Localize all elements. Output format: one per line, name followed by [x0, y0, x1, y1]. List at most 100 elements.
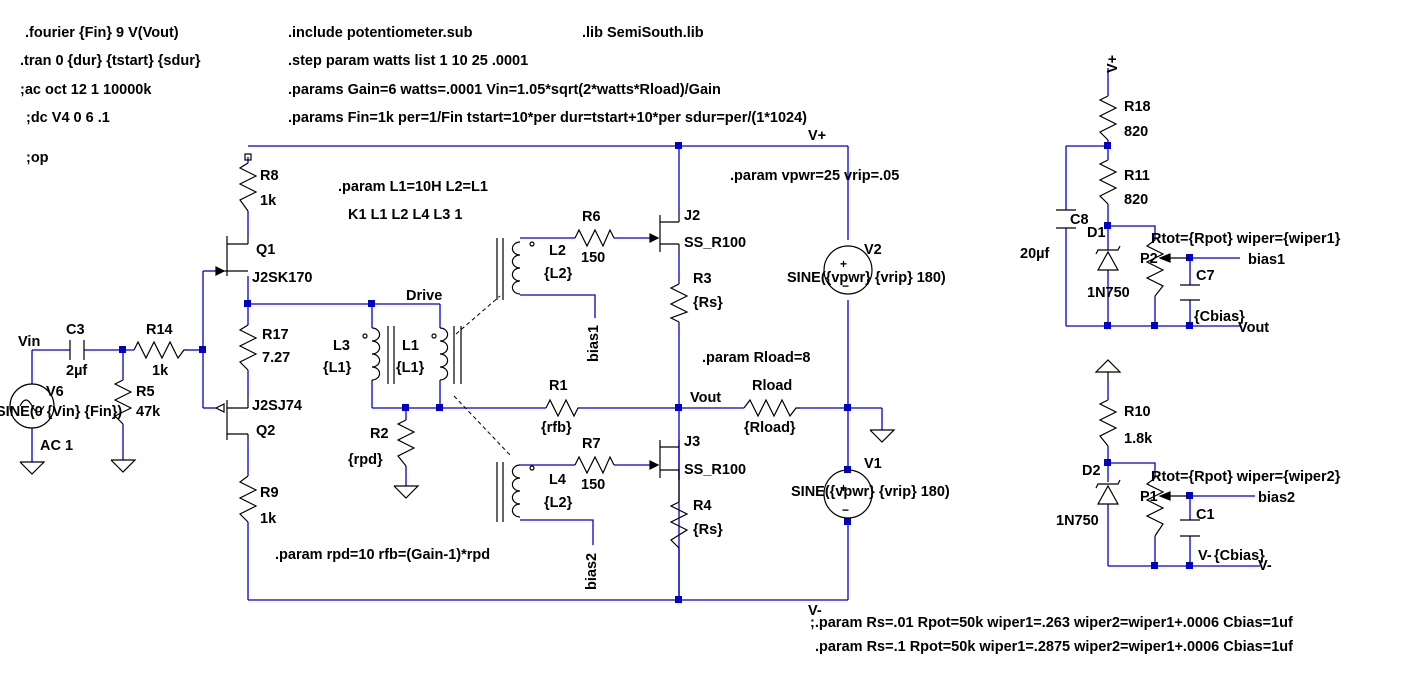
label-q1-name: Q1 — [256, 242, 275, 258]
fourier-directive: .fourier {Fin} 9 V(Vout) — [25, 25, 179, 41]
label-r5-value: 47k — [136, 404, 161, 420]
label-r1-value: {rfb} — [541, 420, 572, 436]
net-label-drive: Drive — [406, 288, 442, 304]
resistor-r18[interactable] — [1098, 95, 1118, 141]
net-label-bias2: bias2 — [584, 553, 600, 590]
net-label-bias2-right: bias2 — [1258, 490, 1295, 506]
label-r17-name: R17 — [262, 327, 289, 343]
net-label-vin: Vin — [18, 334, 40, 350]
inductor-l4[interactable] — [496, 462, 535, 522]
potentiometer-p2[interactable] — [1145, 239, 1190, 297]
zener-diode-d1[interactable] — [1095, 245, 1121, 271]
label-r10-value: 1.8k — [1124, 431, 1153, 447]
resistor-rload[interactable] — [743, 398, 800, 418]
voltage-source-v2[interactable]: + − — [823, 245, 873, 295]
junction-dots — [119, 142, 1193, 603]
zener-diode-d2[interactable] — [1095, 479, 1121, 505]
rs-main-directive: .param Rs=.1 Rpot=50k wiper1=.2875 wiper… — [815, 639, 1293, 655]
resistor-r6[interactable] — [574, 228, 615, 248]
capacitor-c1[interactable] — [1180, 519, 1200, 537]
rs-alt-directive: ;.param Rs=.01 Rpot=50k wiper1=.263 wipe… — [810, 615, 1293, 631]
resistor-r2[interactable] — [396, 419, 416, 467]
jfet-j2[interactable] — [649, 212, 680, 252]
inductor-l1[interactable] — [431, 326, 462, 384]
label-d1-name: D1 — [1087, 225, 1106, 241]
label-r3-name: R3 — [693, 271, 712, 287]
label-r6-value: 150 — [581, 250, 605, 266]
label-p1-name: P1 — [1140, 489, 1158, 505]
label-l4-name: L4 — [549, 472, 566, 488]
net-label-vminus-c1: V- — [1198, 548, 1212, 564]
tran-directive: .tran 0 {dur} {tstart} {sdur} — [20, 53, 201, 69]
resistor-r7[interactable] — [574, 455, 615, 475]
rload-directive: .param Rload=8 — [702, 350, 810, 366]
resistor-r4[interactable] — [669, 501, 689, 549]
label-v2-name: V2 — [864, 242, 882, 258]
label-c7-value: {Cbias} — [1194, 309, 1245, 325]
label-c3-value: 2µf — [66, 363, 87, 379]
net-label-vminus-bias: V- — [1258, 558, 1272, 574]
jfet-q2[interactable] — [214, 396, 249, 440]
resistor-r10[interactable] — [1098, 399, 1118, 447]
resistor-r8[interactable] — [238, 153, 258, 212]
capacitor-c3[interactable] — [69, 340, 85, 360]
resistor-r14[interactable] — [133, 340, 188, 360]
ac-directive: ;ac oct 12 1 10000k — [20, 82, 152, 98]
capacitor-c8[interactable] — [1056, 209, 1076, 229]
dc-directive: ;dc V4 0 6 .1 — [26, 110, 110, 126]
label-p2-name: P2 — [1140, 251, 1158, 267]
label-r5-name: R5 — [136, 384, 155, 400]
label-r11-name: R11 — [1124, 168, 1150, 184]
jfet-q1[interactable] — [215, 236, 249, 276]
label-r9-name: R9 — [260, 485, 279, 501]
voltage-source-v1[interactable]: + − — [823, 469, 873, 519]
label-c8-value: 20µf — [1020, 246, 1049, 262]
label-d2-value: 1N750 — [1056, 513, 1099, 529]
label-v6-name: V6 — [46, 384, 64, 400]
net-label-bias1-right: bias1 — [1248, 252, 1285, 268]
supply-flag — [1094, 359, 1122, 373]
label-v6-ac: AC 1 — [40, 438, 73, 454]
label-d2-name: D2 — [1082, 463, 1101, 479]
label-j2-name: J2 — [684, 208, 700, 224]
label-c1-value: {Cbias} — [1214, 548, 1265, 564]
resistor-r5[interactable] — [113, 379, 133, 425]
label-r2-name: R2 — [370, 426, 389, 442]
label-r8-name: R8 — [260, 168, 279, 184]
resistor-r3[interactable] — [669, 283, 689, 323]
inductor-l2[interactable] — [496, 238, 535, 300]
label-l3-value: {L1} — [323, 360, 352, 376]
label-v6-value: SINE(0 {Vin} {Fin}) — [0, 404, 122, 420]
svg-text:−: − — [842, 503, 849, 517]
jfet-j3[interactable] — [649, 440, 680, 480]
capacitor-c7[interactable] — [1180, 284, 1200, 301]
svg-text:+: + — [840, 481, 847, 495]
inductor-l3[interactable] — [362, 326, 395, 384]
label-r9-value: 1k — [260, 511, 277, 527]
step-directive: .step param watts list 1 10 25 .0001 — [288, 53, 528, 69]
label-r4-name: R4 — [693, 498, 712, 514]
resistor-r9[interactable] — [238, 475, 258, 523]
resistor-r11[interactable] — [1098, 159, 1118, 205]
label-r1-name: R1 — [549, 378, 568, 394]
label-l4-value: {L2} — [544, 495, 573, 511]
label-rload-name: Rload — [752, 378, 792, 394]
voltage-source-v6[interactable] — [9, 383, 55, 429]
potentiometer-p1[interactable] — [1145, 477, 1190, 537]
label-v1-name: V1 — [864, 456, 882, 472]
net-label-vplus: V+ — [808, 128, 826, 144]
label-q1-value: J2SK170 — [252, 270, 312, 286]
label-r17-value: 7.27 — [262, 350, 290, 366]
resistor-r17[interactable] — [238, 324, 258, 371]
label-l1-name: L1 — [402, 338, 419, 354]
net-label-bias1: bias1 — [586, 325, 602, 362]
label-r3-value: {Rs} — [693, 295, 723, 311]
net-label-vminus: V- — [808, 603, 822, 619]
label-r18-name: R18 — [1124, 99, 1151, 115]
include-directive: .include potentiometer.sub — [288, 25, 473, 41]
label-q2-name: Q2 — [256, 423, 275, 439]
resistor-r1[interactable] — [545, 398, 580, 418]
label-r8-value: 1k — [260, 193, 277, 209]
ground-symbol — [19, 429, 896, 499]
